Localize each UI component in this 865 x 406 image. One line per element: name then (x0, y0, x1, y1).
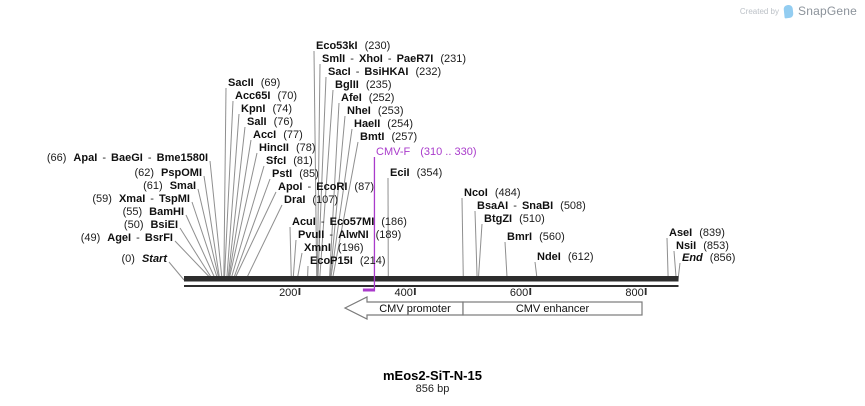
site-line-xmni (296, 252, 303, 281)
map-title: mEos2-SiT-N-15 (383, 368, 482, 383)
site-line-agei (174, 240, 213, 281)
site-label-apoi[interactable]: ApoI - EcoRI(87) (278, 181, 374, 193)
site-line-hincii (228, 152, 258, 281)
site-line-bsaai (474, 210, 478, 281)
primer-label-cmv-f[interactable]: CMV-F(310 .. 330) (376, 146, 477, 158)
site-line-bmti (331, 141, 359, 281)
site-line-start (168, 261, 185, 281)
feature-label-cmv-enhancer[interactable]: CMV enhancer (515, 303, 590, 315)
site-line-xmai (191, 201, 219, 281)
site-label-saci[interactable]: SacI - BsiHKAI(232) (328, 66, 442, 78)
site-label-bglii[interactable]: BglII(235) (335, 79, 392, 91)
site-line-psti (232, 178, 271, 281)
site-line-apai (209, 160, 223, 281)
site-line-acci (227, 139, 252, 281)
site-line-nhei (329, 115, 346, 281)
site-label-end[interactable]: End(856) (682, 252, 736, 264)
site-label-xmni[interactable]: XmnI(196) (304, 242, 364, 254)
site-label-apai[interactable]: (66)ApaI - BaeGI - Bme1580I (46, 152, 208, 164)
site-label-drai[interactable]: DraI(107) (284, 194, 339, 206)
site-label-smai[interactable]: (61)SmaI (143, 180, 196, 192)
site-label-smli[interactable]: SmlI - XhoI - PaeR7I(231) (322, 53, 467, 65)
site-line-apoi (233, 191, 277, 281)
site-label-asei[interactable]: AseI(839) (669, 227, 725, 239)
site-label-eco53ki[interactable]: Eco53kI(230) (316, 40, 391, 52)
site-label-ndei[interactable]: NdeI(612) (537, 251, 594, 263)
site-label-nsii[interactable]: NsiI(853) (676, 240, 729, 252)
site-line-bsiei (179, 227, 214, 281)
site-label-sfci[interactable]: SfcI(81) (266, 155, 313, 167)
axis-tick-800 (644, 288, 647, 295)
site-label-nhei[interactable]: NheI(253) (347, 105, 404, 117)
site-line-afei (328, 102, 340, 281)
axis-tick-label-600: 600 (509, 287, 529, 299)
site-label-agei[interactable]: (49)AgeI - BsrFI (80, 232, 173, 244)
site-line-acui (289, 226, 292, 281)
axis-tick-label-800: 800 (625, 287, 644, 299)
site-line-bamhi (185, 214, 217, 281)
feature-shape-cmv-enhancer[interactable] (462, 301, 643, 316)
site-label-ncoi[interactable]: NcoI(484) (464, 187, 521, 199)
sequence-backbone[interactable] (184, 276, 679, 282)
map-title-block: mEos2-SiT-N-15 856 bp (0, 368, 865, 396)
site-line-smai (197, 188, 220, 281)
watermark-brand: SnapGene (798, 4, 857, 18)
sequence-backbone-underline (184, 285, 679, 287)
site-line-ncoi (461, 197, 464, 281)
site-line-asei (666, 237, 669, 281)
site-line-acc65i (223, 100, 234, 281)
axis-tick-400 (413, 288, 416, 295)
site-label-xmai[interactable]: (59)XmaI - TspMI (92, 193, 190, 205)
site-line-drai (245, 204, 283, 281)
site-label-btgzi[interactable]: BtgZI(510) (484, 213, 545, 225)
site-line-btgzi (477, 223, 483, 281)
feature-label-cmv-promoter[interactable]: CMV promoter (379, 303, 451, 315)
site-label-hincii[interactable]: HincII(78) (259, 142, 316, 154)
site-line-pspomi (203, 175, 221, 281)
site-line-pvuii (292, 239, 297, 281)
site-label-bamhi[interactable]: (55)BamHI (122, 206, 184, 218)
site-label-bsiei[interactable]: (50)BsiEI (123, 219, 178, 231)
site-label-afei[interactable]: AfeI(252) (341, 92, 395, 104)
site-line-bglii (319, 89, 334, 281)
site-label-psti[interactable]: PstI(85) (272, 168, 319, 180)
site-line-kpni (226, 113, 240, 281)
site-label-pspomi[interactable]: (62)PspOMI (134, 167, 202, 179)
site-line-saci (317, 76, 327, 281)
watermark-created-by: Created by (739, 6, 780, 16)
primer-bar-cmv-f[interactable] (362, 288, 375, 292)
site-line-sacii (223, 87, 227, 281)
site-label-bmri[interactable]: BmrI(560) (507, 231, 565, 243)
site-label-ecii[interactable]: EciI(354) (390, 167, 443, 179)
site-label-acci[interactable]: AccI(77) (253, 129, 303, 141)
site-label-bsaai[interactable]: BsaAI - SnaBI(508) (477, 200, 586, 212)
site-line-smli (316, 63, 321, 281)
snapgene-logo-icon (783, 4, 794, 18)
site-line-haeii (330, 128, 353, 281)
map-length: 856 bp (415, 383, 450, 395)
axis-tick-label-200: 200 (279, 287, 298, 299)
site-label-haeii[interactable]: HaeII(254) (354, 118, 413, 130)
site-label-acui[interactable]: AcuI - Eco57MI(186) (292, 216, 407, 228)
site-label-ecop15i[interactable]: EcoP15I(214) (310, 255, 386, 267)
axis-tick-200 (298, 288, 301, 295)
axis-tick-600 (529, 288, 532, 295)
watermark: Created by SnapGene (740, 4, 857, 18)
axis-tick-label-400: 400 (394, 287, 413, 299)
site-label-start[interactable]: (0)Start (121, 253, 167, 265)
site-line-nsii (673, 250, 677, 281)
site-line-sali (227, 126, 246, 281)
site-line-bmri (504, 241, 508, 281)
site-line-sfci (230, 165, 265, 281)
site-label-sacii[interactable]: SacII(69) (228, 77, 281, 89)
site-label-pvuii[interactable]: PvuII - AlwNI(189) (298, 229, 402, 241)
site-label-sali[interactable]: SalI(76) (247, 116, 294, 128)
site-label-kpni[interactable]: KpnI(74) (241, 103, 293, 115)
site-label-bmti[interactable]: BmtI(257) (360, 131, 418, 143)
site-line-eco53ki (313, 50, 318, 281)
site-label-acc65i[interactable]: Acc65I(70) (235, 90, 298, 102)
